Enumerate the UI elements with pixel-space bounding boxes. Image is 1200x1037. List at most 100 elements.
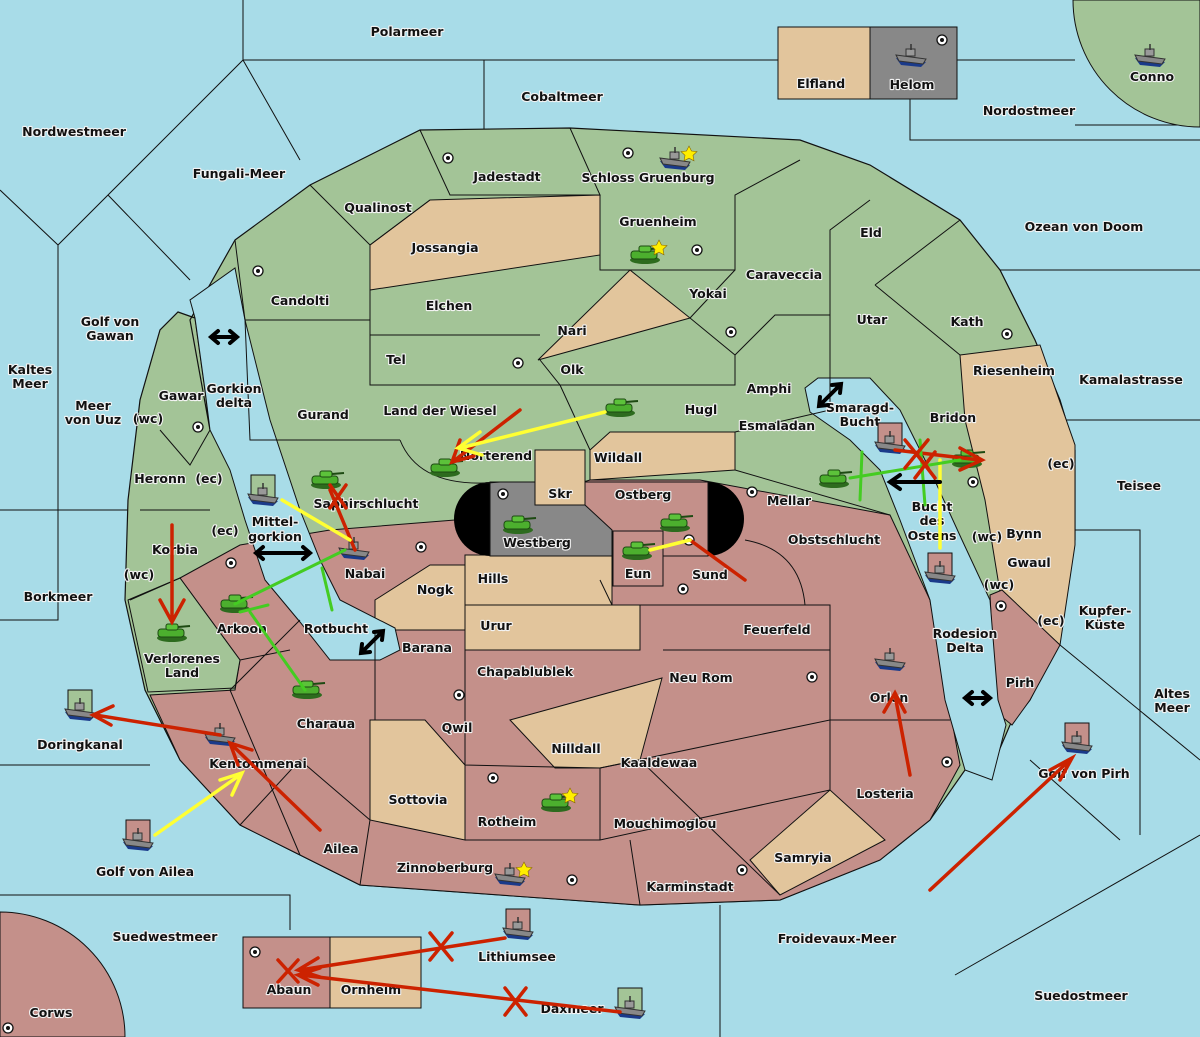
region-label: Yokai (688, 286, 727, 301)
region-label: Rodesion (933, 626, 998, 641)
supply-center-icon (566, 874, 578, 886)
region-label: Qwil (442, 720, 473, 735)
region-label: Mittel- (252, 514, 299, 529)
fleet-ship-icon[interactable] (924, 552, 956, 584)
supply-center-icon (497, 488, 509, 500)
supply-center-icon (487, 772, 499, 784)
region-label: Chapablublek (477, 664, 574, 679)
supply-center-icon (995, 600, 1007, 612)
orders (89, 329, 1077, 1017)
region-label: Sottovia (389, 792, 448, 807)
supply-center-icon (967, 476, 979, 488)
region-label: Smaragd- (826, 400, 894, 415)
region-label: Eun (625, 566, 651, 581)
region-conno[interactable] (1072, 0, 1200, 128)
supply-center-icon (806, 671, 818, 683)
region-label: Ozean von Doom (1025, 219, 1144, 234)
army-tank-icon[interactable] (819, 469, 853, 488)
region-label: Ostens (908, 528, 957, 543)
supply-center-icon (1001, 328, 1013, 340)
region-label: Kaaldewaa (621, 755, 698, 770)
region-label: Bucht (840, 414, 881, 429)
region-label: Norterend (460, 448, 532, 463)
fleet-ship-icon[interactable] (895, 44, 927, 67)
region-ornheim[interactable] (329, 936, 422, 1009)
army-tank-icon[interactable] (622, 541, 656, 560)
region-label: Cobaltmeer (521, 89, 603, 104)
region-label: Froidevaux-Meer (778, 931, 897, 946)
supply-center-icon (252, 265, 264, 277)
region-label: Bynn (1006, 526, 1041, 541)
army-tank-icon[interactable] (430, 458, 464, 477)
army-tank-icon[interactable] (311, 470, 345, 489)
region-corws[interactable] (0, 911, 126, 1037)
region-label: Delta (946, 640, 984, 655)
fleet-ship-icon[interactable] (614, 987, 646, 1019)
army-tank-icon[interactable] (630, 239, 668, 264)
army-tank-icon[interactable] (503, 515, 537, 534)
region-label: Urur (480, 618, 512, 633)
region-label: Heronn (134, 471, 186, 486)
region-label: Verlorenes (144, 651, 220, 666)
army-tank-icon[interactable] (660, 513, 694, 532)
region-label: Arkoon (217, 621, 267, 636)
region-label: Neu Rom (669, 670, 732, 685)
region-label: Abaun (267, 982, 312, 997)
fleet-ship-icon[interactable] (659, 145, 698, 170)
region-label: Kentommenai (209, 756, 307, 771)
region-label: Kupfer- (1079, 603, 1132, 618)
region-label: Feuerfeld (743, 622, 810, 637)
region-label: Kaltes (8, 362, 52, 377)
army-tank-icon[interactable] (605, 398, 639, 417)
region-label: (wc) (133, 411, 163, 426)
region-label: (ec) (1037, 613, 1064, 628)
region-label: Westberg (503, 535, 571, 550)
region-label: Kamalastrasse (1079, 372, 1183, 387)
region-label: Teisee (1117, 478, 1161, 493)
region-label: Zinnoberburg (397, 860, 493, 875)
support-orders (153, 410, 942, 837)
fleet-ship-icon[interactable] (122, 819, 154, 851)
region-label: Tel (386, 352, 406, 367)
failed-order-marks (276, 438, 937, 1017)
region-label: Nogk (417, 582, 454, 597)
supply-center-icon (2, 1022, 14, 1034)
region-label: Schloss Gruenburg (581, 170, 714, 185)
supply-center-icon (442, 152, 454, 164)
supply-center-icon (415, 541, 427, 553)
region-label: Doringkanal (37, 737, 123, 752)
region-label: Golf von Ailea (96, 864, 194, 879)
fleet-ship-icon[interactable] (494, 861, 533, 886)
army-tank-icon[interactable] (157, 623, 191, 642)
fleet-ship-icon[interactable] (247, 474, 279, 506)
region-label: Eld (860, 225, 882, 240)
region-label: Jadestadt (472, 169, 540, 184)
center-capsule[interactable] (454, 449, 744, 587)
region-label: Riesenheim (973, 363, 1055, 378)
supply-center-icon (192, 421, 204, 433)
army-tank-icon[interactable] (541, 787, 579, 812)
region-label: Losteria (856, 786, 913, 801)
fleet-ship-icon[interactable] (502, 908, 534, 940)
fleet-ship-icon[interactable] (1061, 722, 1093, 754)
fleet-ship-icon[interactable] (64, 689, 96, 721)
units (64, 44, 1166, 1019)
supply-center-icon (249, 946, 261, 958)
region-label: Polarmeer (371, 24, 445, 39)
region-label: Rotbucht (304, 621, 368, 636)
region-label: Bridon (930, 410, 976, 425)
region-label: Meer (75, 398, 111, 413)
supply-center-icon (453, 689, 465, 701)
region-label: (ec) (195, 471, 222, 486)
region-label: Jossangia (410, 240, 478, 255)
region-label: Corws (30, 1005, 73, 1020)
fleet-ship-icon[interactable] (1134, 44, 1166, 67)
region-label: Charaua (297, 716, 355, 731)
fleet-ship-icon[interactable] (874, 648, 906, 671)
region-label: Suedostmeer (1034, 988, 1128, 1003)
region-label: Skr (548, 486, 572, 501)
region-elfland[interactable] (777, 26, 871, 100)
region-label: Meer (12, 376, 48, 391)
